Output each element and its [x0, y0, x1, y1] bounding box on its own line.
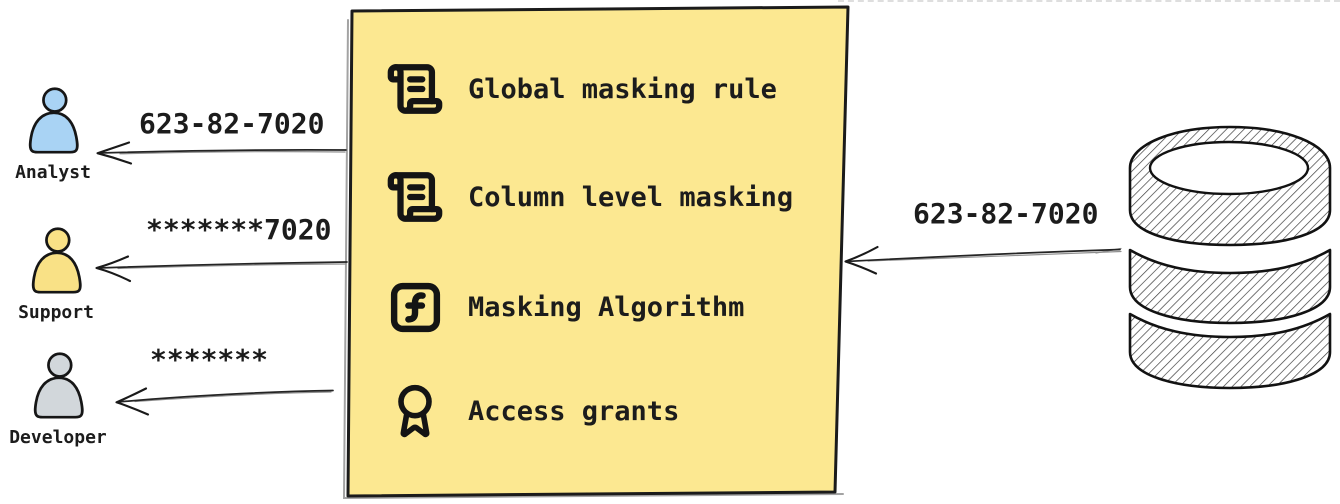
masking-feature-label: Global masking rule — [468, 73, 777, 105]
scroll-icon — [385, 60, 445, 118]
masked-value-developer: ******* — [150, 343, 269, 376]
actor-name: Analyst — [15, 162, 91, 183]
award-icon — [385, 379, 445, 443]
actor-support: Support — [1, 226, 111, 323]
arrow-box-to-developer — [115, 387, 334, 416]
person-icon — [33, 352, 84, 419]
masking-box-sketch-echo — [342, 19, 844, 500]
raw-value-from-database: 623-82-7020 — [913, 197, 1099, 230]
masking-feature-label: Masking Algorithm — [468, 291, 745, 323]
actor-analyst: Analyst — [0, 86, 108, 183]
masking-feature-access-grants: Access grants — [385, 378, 679, 444]
arrow-db-to-box — [844, 245, 1122, 275]
scroll-icon — [385, 168, 445, 226]
masked-value-analyst: 623-82-7020 — [139, 107, 325, 140]
person-icon — [31, 227, 82, 294]
database-top-opening — [1148, 140, 1310, 196]
masking-feature-algorithm: Masking Algorithm — [385, 278, 744, 336]
actor-developer: Developer — [3, 351, 113, 448]
database-icon — [1128, 125, 1332, 390]
masked-value-support: *******7020 — [146, 213, 332, 246]
arrow-box-to-support — [95, 255, 348, 283]
masking-feature-label: Access grants — [468, 395, 680, 427]
function-icon — [385, 279, 445, 336]
arrow-box-to-analyst — [96, 141, 347, 165]
masking-feature-global-rule: Global masking rule — [385, 60, 777, 118]
person-icon — [28, 87, 79, 154]
page-edge-dashes — [838, 0, 1340, 2]
masking-box-shape — [342, 5, 850, 500]
actor-name: Support — [18, 302, 94, 323]
masking-box-items: Global masking rule Column level masking — [350, 8, 842, 496]
masking-box-background — [346, 5, 850, 498]
masking-feature-label: Column level masking — [468, 181, 794, 213]
actor-name: Developer — [9, 427, 107, 448]
masking-feature-column-level: Column level masking — [385, 168, 793, 226]
